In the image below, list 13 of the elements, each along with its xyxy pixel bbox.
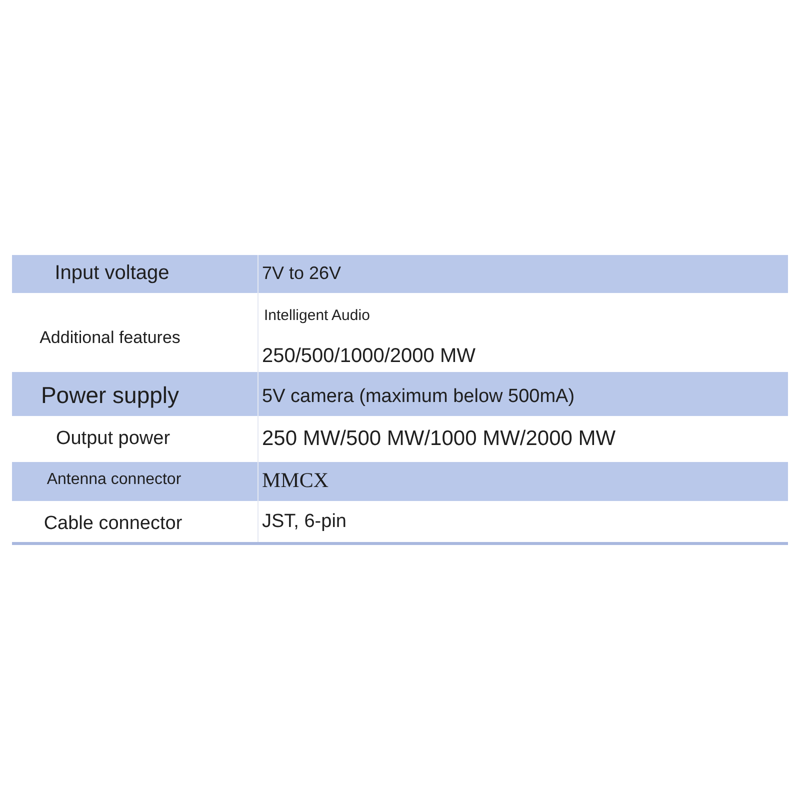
table-cell-text: 7V to 26V (262, 264, 342, 282)
table-cell-text: JST, 6-pin (262, 512, 346, 531)
row-header: Power supply (40, 384, 180, 408)
row-header: Output power (56, 428, 170, 448)
row-header: Additional features (40, 328, 180, 346)
row-header: Antenna connector (46, 472, 182, 488)
table-cell-text: Intelligent Audio (264, 308, 370, 323)
row-header: Input voltage (54, 263, 170, 283)
table-cell-text: 250 MW/500 MW/1000 MW/2000 MW (262, 428, 616, 450)
table-cell-text: 5V camera (maximum below 500mA) (262, 386, 575, 406)
row-header: Cable connector (44, 514, 182, 533)
table-cell-text: 250/500/1000/2000 MW (262, 346, 476, 366)
table-cell-text: MMCX (262, 470, 329, 492)
